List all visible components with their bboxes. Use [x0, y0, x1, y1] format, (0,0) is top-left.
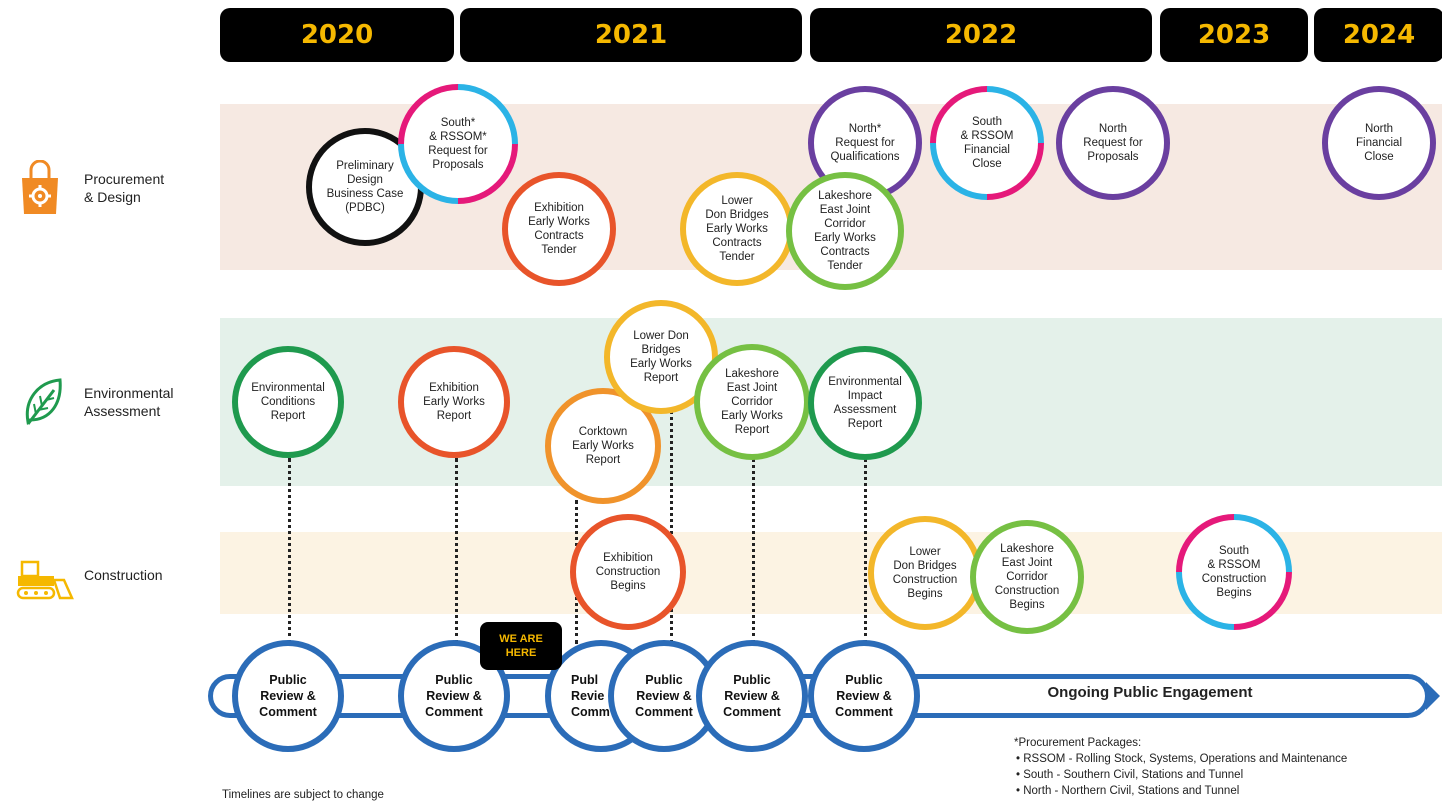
connector-line — [864, 458, 867, 644]
package-item: • North - Northern Civil, Stations and T… — [1016, 785, 1240, 797]
shopping-bag-gear-icon — [18, 159, 62, 221]
milestone-env-conditions-report: Environmental Conditions Report — [232, 346, 344, 458]
year-2024: 2024 — [1314, 8, 1442, 62]
milestone-north-rfp: North Request for Proposals — [1056, 86, 1170, 200]
construction-label: Construction — [84, 567, 163, 583]
package-item: • RSSOM - Rolling Stock, Systems, Operat… — [1016, 753, 1348, 765]
package-item: • South - Southern Civil, Stations and T… — [1016, 769, 1244, 781]
connector-line — [288, 458, 291, 644]
year-2021: 2021 — [460, 8, 802, 62]
public-review-circle: Public Review & Comment — [232, 640, 344, 752]
we-are-here-badge: WE ARE HERE — [480, 622, 562, 670]
ongoing-engagement-label: Ongoing Public Engagement — [1047, 684, 1253, 701]
connector-line — [670, 410, 673, 644]
milestone-exhibition-report: Exhibition Early Works Report — [398, 346, 510, 458]
leaf-icon — [22, 376, 64, 433]
milestone-lakeshore-tender: Lakeshore East Joint Corridor Early Work… — [786, 172, 904, 290]
milestone-lower-don-construction: Lower Don Bridges Construction Begins — [868, 516, 982, 630]
milestone-eia-report: Environmental Impact Assessment Report — [808, 346, 922, 460]
milestone-south-construction: South & RSSOM Construction Begins — [1176, 514, 1292, 630]
public-review-circle: Public Review & Comment — [808, 640, 920, 752]
connector-line — [752, 458, 755, 644]
milestone-south-rfp: South* & RSSOM* Request for Proposals — [398, 84, 518, 204]
arrow-head-icon — [1426, 682, 1440, 710]
milestone-pdbc: Preliminary Design Business Case (PDBC) — [306, 128, 424, 246]
procurement-label: Procurement & Design — [84, 171, 165, 205]
milestone-south-rfp-label: South* & RSSOM* Request for Proposals — [404, 90, 512, 198]
packages-title: *Procurement Packages: — [1014, 737, 1142, 749]
milestone-lakeshore-report: Lakeshore East Joint Corridor Early Work… — [694, 344, 810, 460]
environmental-label: Environmental Assessment — [84, 385, 174, 419]
bulldozer-icon — [14, 558, 76, 605]
milestone-exhibition-tender: Exhibition Early Works Contracts Tender — [502, 172, 616, 286]
milestone-south-construction-label: South & RSSOM Construction Begins — [1182, 520, 1286, 624]
public-review-circle: Public Review & Comment — [696, 640, 808, 752]
milestone-south-financial-close: South & RSSOM Financial Close — [930, 86, 1044, 200]
milestone-exhibition-construction: Exhibition Construction Begins — [570, 514, 686, 630]
timelines-note: Timelines are subject to change — [222, 789, 384, 801]
year-2022: 2022 — [810, 8, 1152, 62]
milestone-lower-don-tender: Lower Don Bridges Early Works Contracts … — [680, 172, 794, 286]
year-2020: 2020 — [220, 8, 454, 62]
milestone-lakeshore-construction: Lakeshore East Joint Corridor Constructi… — [970, 520, 1084, 634]
year-2023: 2023 — [1160, 8, 1308, 62]
milestone-south-financial-close-label: South & RSSOM Financial Close — [936, 92, 1038, 194]
milestone-north-financial-close: North Financial Close — [1322, 86, 1436, 200]
connector-line — [455, 458, 458, 644]
